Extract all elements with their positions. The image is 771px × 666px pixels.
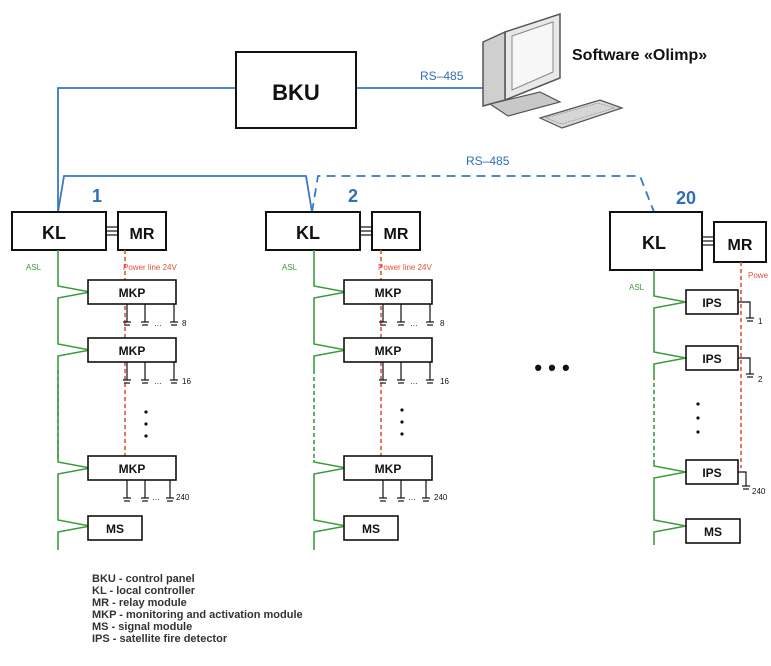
detector-count: 8 — [440, 319, 445, 328]
rs485-bus-solid — [57, 175, 313, 213]
detector-dots: … — [408, 493, 416, 502]
power-line-label: Power line 24V — [378, 263, 432, 272]
mkp-box — [87, 279, 177, 305]
detector-count: 1 — [758, 317, 763, 326]
kl-label: KL — [42, 223, 66, 243]
mkp-box — [343, 279, 433, 305]
detector-group — [123, 480, 174, 502]
ms-box — [685, 518, 741, 544]
mr-box — [117, 211, 167, 251]
kl-label: KL — [296, 223, 320, 243]
detector-count: 16 — [440, 377, 449, 386]
detector-dots: … — [154, 377, 162, 386]
detector-count: 2 — [758, 375, 763, 384]
detector-count: 240 — [752, 487, 766, 496]
asl-line — [57, 250, 91, 550]
loop-2: 2 KL MR ASL Power line 24V MKP … 8 MKP … — [265, 186, 449, 550]
mkp-box — [343, 455, 433, 481]
ips-box — [685, 345, 739, 371]
detector-count: 240 — [176, 493, 190, 502]
mr-label: MR — [384, 226, 409, 243]
detector-count: 16 — [182, 377, 191, 386]
bku-label: BKU — [272, 80, 320, 105]
asl-line — [653, 270, 687, 376]
rs485-bus-dashed — [311, 175, 655, 213]
asl-line — [313, 250, 347, 370]
detector-count: 240 — [434, 493, 448, 502]
mr-box — [371, 211, 421, 251]
asl-label: ASL — [26, 263, 42, 272]
ips-label: IPS — [702, 352, 721, 366]
detector-dots: … — [410, 319, 418, 328]
ips-label: IPS — [702, 296, 721, 310]
ms-label: MS — [106, 522, 124, 536]
mkp-box — [87, 455, 177, 481]
power-line-label: Power line 24V — [123, 263, 177, 272]
detector-dots: … — [152, 493, 160, 502]
bku-to-loop1-line — [57, 87, 236, 212]
ms-label: MS — [704, 525, 722, 539]
ms-box — [87, 515, 143, 541]
mr-label: MR — [728, 237, 753, 254]
software-label: Software «Olimp» — [572, 47, 707, 64]
detector-dots: … — [154, 319, 162, 328]
kl-box — [609, 211, 703, 271]
legend-item: KL - local controller — [92, 585, 196, 597]
legend: BKU - control panel KL - local controlle… — [92, 573, 303, 645]
legend-item: BKU - control panel — [92, 573, 195, 585]
ips-label: IPS — [702, 466, 721, 480]
legend-item: MR - relay module — [92, 597, 187, 609]
loop-number: 2 — [348, 186, 358, 206]
mkp-label: MKP — [375, 286, 402, 300]
mkp-box — [87, 337, 177, 363]
legend-item: MKP - monitoring and activation module — [92, 609, 303, 621]
asl-label: ASL — [629, 283, 645, 292]
detector-group — [379, 362, 434, 384]
loop-number: 20 — [676, 188, 696, 208]
ms-box — [343, 515, 399, 541]
asl-label: ASL — [282, 263, 298, 272]
detector-group — [123, 304, 178, 326]
detector-group — [123, 362, 178, 384]
mkp-label: MKP — [119, 344, 146, 358]
rs485-mid-label: RS–485 — [466, 154, 510, 168]
legend-item: IPS - satellite fire detector — [92, 633, 228, 645]
power-line-label: Powe — [748, 271, 769, 280]
detector-count: 8 — [182, 319, 187, 328]
mkp-box — [343, 337, 433, 363]
rs485-top-label: RS–485 — [420, 69, 464, 83]
mr-box — [713, 221, 767, 263]
loop-1: 1 KL MR ASL Power line 24V MKP … 8 MKP — [11, 186, 191, 550]
mkp-label: MKP — [375, 462, 402, 476]
detector-group — [379, 304, 434, 326]
mkp-label: MKP — [119, 286, 146, 300]
loop-20: 20 KL MR ASL Powe IPS 1 IPS 2 IPS 240 MS — [609, 188, 769, 545]
mr-label: MR — [130, 226, 155, 243]
ms-label: MS — [362, 522, 380, 536]
bku-box — [235, 51, 357, 129]
loops-ellipsis: • • • — [534, 355, 569, 380]
legend-item: MS - signal module — [92, 621, 193, 633]
kl-label: KL — [642, 233, 666, 253]
loop-number: 1 — [92, 186, 102, 206]
computer-icon — [482, 12, 624, 129]
detector-group — [379, 480, 430, 502]
mkp-label: MKP — [119, 462, 146, 476]
mkp-label: MKP — [375, 344, 402, 358]
detector-dots: … — [410, 377, 418, 386]
ips-box — [685, 459, 739, 485]
